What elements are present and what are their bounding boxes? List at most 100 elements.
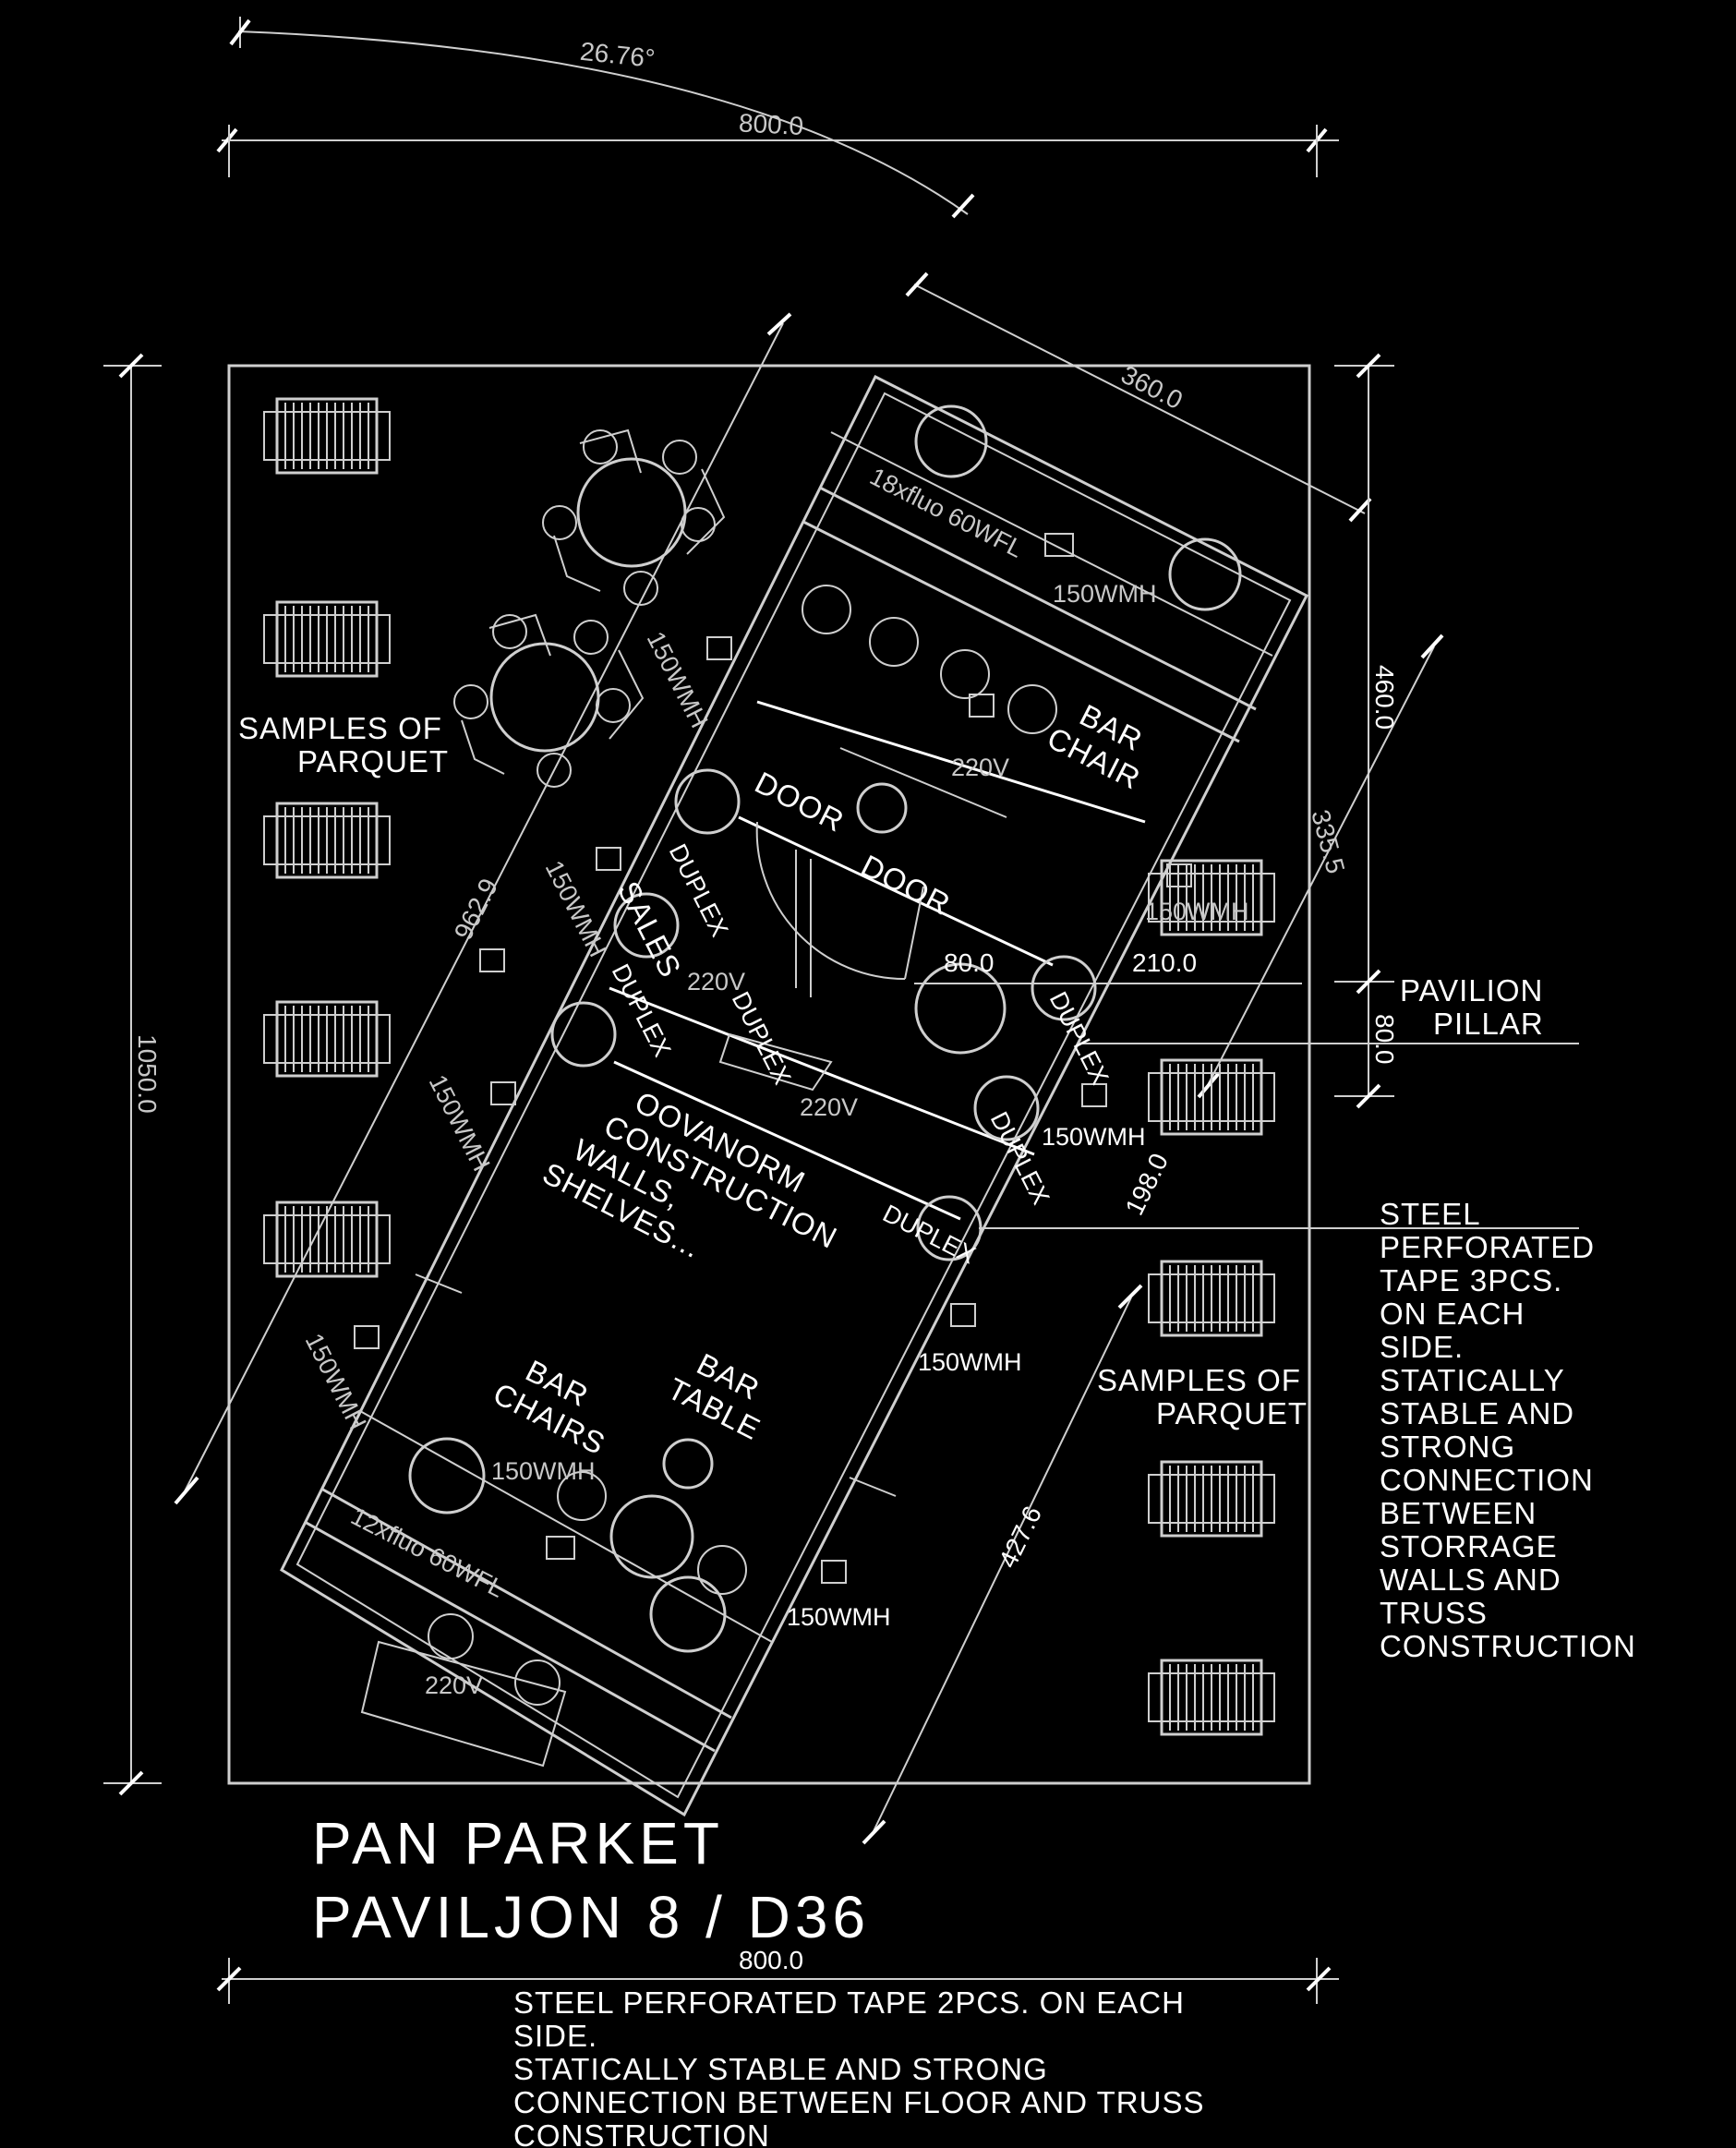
dim-right-335: 335.5 bbox=[1306, 807, 1350, 877]
wmh-3: 150WMH bbox=[540, 856, 612, 961]
duplex-4: DUPLEX bbox=[1044, 987, 1115, 1089]
svg-text:CONNECTION BETWEEN FLOOR AND T: CONNECTION BETWEEN FLOOR AND TRUSS bbox=[513, 2085, 1204, 2119]
v220-2: 220V bbox=[687, 968, 745, 996]
leader-lines bbox=[914, 983, 1579, 1229]
samples-left-line2: PARQUET bbox=[297, 744, 449, 778]
light-symbols bbox=[354, 533, 1192, 1584]
outdoor-table-1 bbox=[576, 457, 687, 568]
pillar-mid-right-2 bbox=[973, 1075, 1040, 1141]
pillar-top-left bbox=[914, 404, 988, 478]
title-line1: PAN PARKET bbox=[312, 1810, 724, 1876]
dim-210: 210.0 bbox=[1132, 948, 1197, 977]
wmh-10: 150WMH bbox=[787, 1603, 891, 1631]
dim-left-height: 1050.0 bbox=[133, 1034, 162, 1114]
svg-text:STEEL: STEEL bbox=[1380, 1197, 1481, 1231]
parquet-sample-symbol bbox=[263, 1201, 391, 1278]
pillar-bottom-left bbox=[408, 1437, 486, 1514]
dim-right-80: 80.0 bbox=[1370, 1014, 1399, 1065]
v220-3: 220V bbox=[800, 1093, 858, 1121]
duplex-1: DUPLEX bbox=[664, 839, 734, 941]
outdoor-tables bbox=[453, 428, 726, 788]
svg-text:SIDE.: SIDE. bbox=[513, 2019, 597, 2053]
pillar-mid-left-3 bbox=[550, 1001, 617, 1068]
bar-chair-out-1 bbox=[428, 1613, 474, 1659]
site-boundary bbox=[227, 364, 1311, 1785]
pillar-mid-left-1 bbox=[674, 768, 741, 835]
dim-427: 427.6 bbox=[994, 1502, 1048, 1573]
parquet-sample-symbol bbox=[263, 1000, 391, 1078]
dim-80-h: 80.0 bbox=[944, 948, 995, 977]
svg-text:CONSTRUCTION: CONSTRUCTION bbox=[513, 2118, 770, 2148]
samples-right-line2: PARQUET bbox=[1156, 1396, 1308, 1430]
steel-right-note: STEEL PERFORATED TAPE 3PCS. ON EACH SIDE… bbox=[1380, 1197, 1636, 1663]
bar-chair-1 bbox=[557, 1471, 607, 1521]
svg-text:STATICALLY: STATICALLY bbox=[1380, 1363, 1565, 1397]
right-dimensions: 80.0 460.0 335.5 bbox=[1197, 353, 1444, 1109]
door-label-2: DOOR bbox=[856, 848, 957, 922]
pillars bbox=[408, 404, 1242, 1706]
pillar-top-right bbox=[1168, 537, 1242, 611]
outdoor-table-2 bbox=[489, 642, 600, 753]
table-pillar-area bbox=[914, 962, 1007, 1055]
svg-text:CONNECTION: CONNECTION bbox=[1380, 1463, 1594, 1497]
parquet-sample-symbol bbox=[1148, 1460, 1275, 1538]
svg-text:STABLE AND: STABLE AND bbox=[1380, 1396, 1574, 1430]
dim-diag-long: 962.9 bbox=[449, 874, 503, 945]
pillar-mid-left-2 bbox=[613, 892, 680, 959]
pavilion bbox=[280, 374, 1309, 1817]
parquet-sample-symbol bbox=[1148, 1058, 1275, 1136]
svg-text:ON EACH: ON EACH bbox=[1380, 1297, 1525, 1331]
title-line2: PAVILJON 8 / D36 bbox=[312, 1884, 870, 1950]
parquet-samples bbox=[263, 397, 1275, 1736]
labels: SAMPLES OF PARQUET SAMPLES OF PARQUET PA… bbox=[238, 463, 1636, 2148]
bar-table-bottom bbox=[662, 1438, 714, 1490]
parquet-sample-symbol bbox=[1148, 1659, 1275, 1736]
pillar-bottom-right bbox=[649, 1575, 727, 1653]
parquet-sample-symbol bbox=[1148, 1260, 1275, 1337]
dim-198: 198.0 bbox=[1120, 1149, 1175, 1220]
steel-bottom-note: STEEL PERFORATED TAPE 2PCS. ON EACH SIDE… bbox=[513, 1985, 1204, 2148]
pavilion-pillar-line1: PAVILION bbox=[1400, 973, 1543, 1008]
svg-text:STEEL PERFORATED TAPE 2PCS. ON: STEEL PERFORATED TAPE 2PCS. ON EACH bbox=[513, 1985, 1185, 2020]
wmh-9: 150WMH bbox=[491, 1457, 596, 1485]
svg-text:STRONG: STRONG bbox=[1380, 1430, 1515, 1464]
svg-text:BETWEEN: BETWEEN bbox=[1380, 1496, 1537, 1530]
wmh-4: 150WMH bbox=[424, 1070, 496, 1176]
bar-chair-top-4 bbox=[1007, 684, 1057, 734]
svg-text:PERFORATED: PERFORATED bbox=[1380, 1230, 1595, 1264]
parquet-sample-symbol bbox=[263, 600, 391, 678]
door-label-1: DOOR bbox=[750, 765, 850, 839]
bar-chair-top-3 bbox=[940, 649, 990, 699]
svg-text:TRUSS: TRUSS bbox=[1380, 1596, 1488, 1630]
parquet-sample-symbol bbox=[263, 397, 391, 475]
dim-bottom-width: 800.0 bbox=[739, 1946, 803, 1974]
bar-chair-top-2 bbox=[869, 617, 919, 667]
parquet-sample-symbol bbox=[263, 802, 391, 879]
bar-table-large bbox=[609, 1494, 694, 1579]
bar-chair-2 bbox=[697, 1545, 747, 1595]
svg-text:STORRAGE: STORRAGE bbox=[1380, 1529, 1558, 1563]
svg-text:CONSTRUCTION: CONSTRUCTION bbox=[1380, 1629, 1636, 1663]
wmh-1: 150WMH bbox=[1053, 580, 1157, 608]
v220-4: 220V bbox=[425, 1671, 483, 1699]
pavilion-pillar-line2: PILLAR bbox=[1433, 1007, 1544, 1041]
light-bottom-label: 12xfluo 60WFL bbox=[346, 1502, 508, 1603]
wmh-5: 150WMH bbox=[300, 1329, 372, 1434]
bar-chair-top-1 bbox=[802, 585, 851, 634]
top-dimensions: 800.0 26.76° bbox=[216, 17, 1339, 219]
dim-angle: 26.76° bbox=[579, 37, 657, 73]
svg-text:TAPE 3PCS.: TAPE 3PCS. bbox=[1380, 1263, 1562, 1297]
bar-chair-out-2 bbox=[514, 1659, 561, 1706]
svg-text:WALLS AND: WALLS AND bbox=[1380, 1563, 1561, 1597]
wmh-6: 150WMH bbox=[1145, 898, 1249, 925]
wmh-8: 150WMH bbox=[918, 1348, 1022, 1376]
bar-table-top bbox=[856, 782, 908, 834]
v220-1: 220V bbox=[951, 754, 1009, 781]
pavilion-width-dimension: 360.0 bbox=[905, 272, 1372, 523]
svg-text:SIDE.: SIDE. bbox=[1380, 1330, 1464, 1364]
parquet-sample-symbol bbox=[1148, 859, 1275, 936]
wmh-7: 150WMH bbox=[1042, 1123, 1146, 1151]
wmh-2: 150WMH bbox=[642, 627, 714, 732]
samples-right-line1: SAMPLES OF bbox=[1097, 1363, 1301, 1397]
